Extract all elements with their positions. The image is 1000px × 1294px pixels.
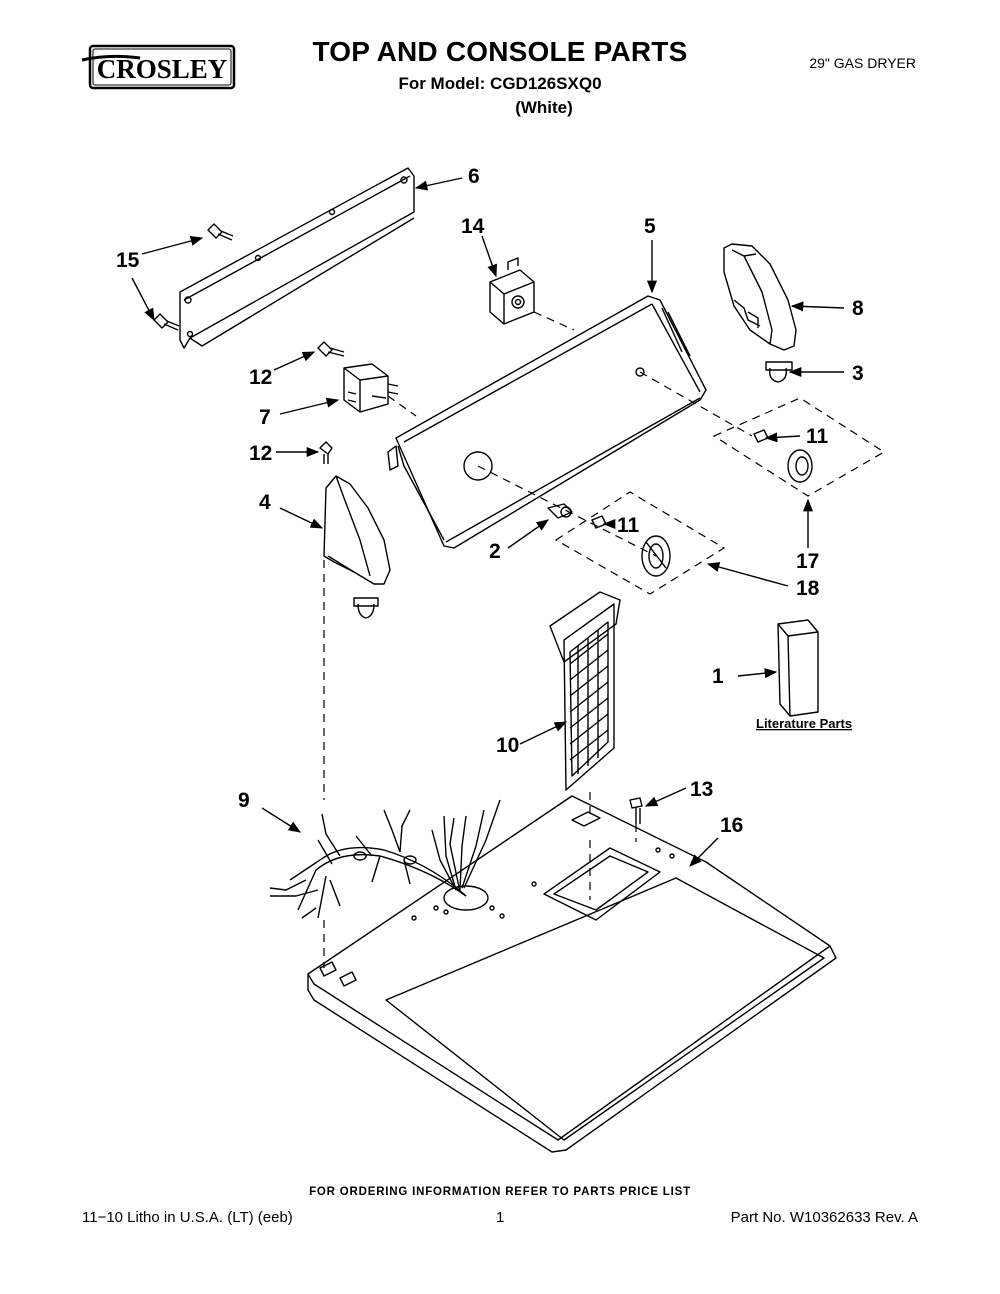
screw-part xyxy=(629,797,643,824)
part-number: Part No. W10362633 Rev. A xyxy=(730,1209,918,1226)
product-type: 29" GAS DRYER xyxy=(809,55,916,71)
callout-12a: 12 xyxy=(249,366,272,389)
callout-18: 18 xyxy=(796,577,820,600)
callout-11a: 11 xyxy=(806,425,829,448)
callout-15: 15 xyxy=(116,249,140,272)
callout-6: 6 xyxy=(468,165,480,188)
thermostat-part xyxy=(343,363,399,413)
callout-16: 16 xyxy=(720,814,743,837)
callout-7: 7 xyxy=(259,406,271,429)
litho-info: 11−10 Litho in U.S.A. (LT) (eeb) xyxy=(82,1209,293,1226)
ordering-note: FOR ORDERING INFORMATION REFER TO PARTS … xyxy=(309,1186,691,1198)
console-bracket-part xyxy=(179,167,415,349)
literature-part xyxy=(777,619,819,717)
callout-4: 4 xyxy=(259,491,271,514)
callout-2: 2 xyxy=(489,540,501,563)
color-line: (White) xyxy=(515,98,573,117)
callout-3: 3 xyxy=(852,362,864,385)
console-part xyxy=(387,295,707,549)
callout-14: 14 xyxy=(461,215,485,238)
lint-screen-part xyxy=(549,591,621,791)
model-line: For Model: CGD126SXQ0 xyxy=(398,74,602,93)
literature-parts-label: Literature Parts xyxy=(756,716,852,731)
left-end-cap-part xyxy=(323,475,391,619)
callout-5: 5 xyxy=(644,215,656,238)
callout-8: 8 xyxy=(852,297,864,320)
callout-9: 9 xyxy=(238,789,250,812)
page-title: TOP AND CONSOLE PARTS xyxy=(312,36,688,67)
callout-13: 13 xyxy=(690,778,713,801)
knob-part xyxy=(787,449,813,483)
wire-harness-part xyxy=(269,799,501,919)
page-number: 1 xyxy=(496,1209,505,1226)
logo-text: CROSLEY xyxy=(97,54,228,84)
callout-11b: 11 xyxy=(617,514,640,537)
clip-part xyxy=(765,361,793,383)
callout-17: 17 xyxy=(796,550,819,573)
knob-shaft-part xyxy=(547,503,573,519)
top-panel-part xyxy=(307,795,837,1153)
callout-1: 1 xyxy=(712,665,724,688)
switch-part xyxy=(489,257,535,325)
callout-10: 10 xyxy=(496,734,519,757)
crosley-logo: CROSLEY xyxy=(81,44,236,90)
screw-part xyxy=(317,341,345,464)
callout-12b: 12 xyxy=(249,442,272,465)
screw-part xyxy=(153,223,234,331)
timer-knob-part xyxy=(641,535,671,577)
right-end-cap-part xyxy=(723,243,797,351)
